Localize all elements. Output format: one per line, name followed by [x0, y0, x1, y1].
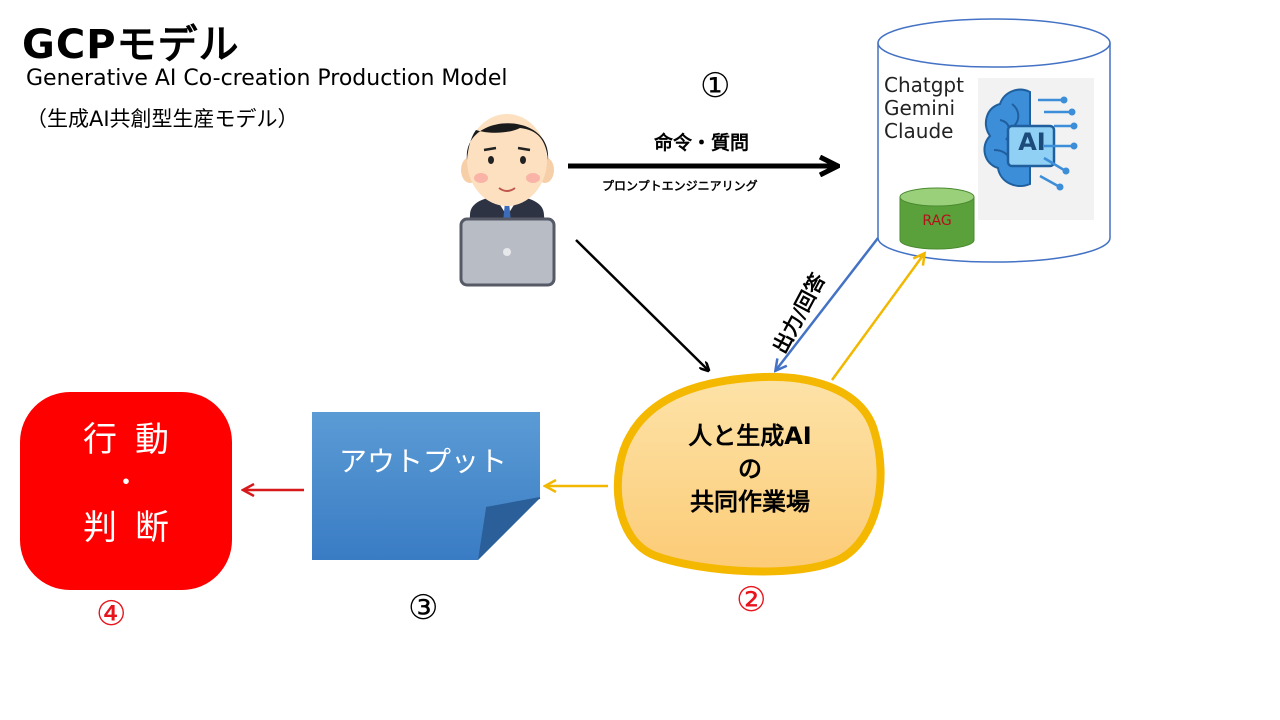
workspace-to-rag-arrow — [830, 254, 924, 381]
llm-model-item: Claude — [884, 119, 954, 143]
llm-model-item: Chatgpt — [884, 73, 964, 97]
person-with-laptop-icon — [459, 114, 556, 287]
llm-model-item: Gemini — [884, 96, 956, 120]
output-return-arrow — [776, 237, 879, 370]
workspace-label-line: 人と生成AI — [688, 422, 812, 450]
step-3-marker: ③ — [408, 588, 439, 628]
rag-cylinder — [899, 187, 975, 250]
rag-label: RAG — [922, 213, 952, 229]
ai-chip-label: AI — [1018, 128, 1046, 156]
step-1-marker: ① — [700, 66, 731, 106]
prompt-arrow-sublabel: プロンプトエンジニアリング — [602, 179, 758, 193]
ai-brain-icon — [978, 78, 1094, 220]
step-4-marker: ④ — [96, 594, 127, 634]
workspace-label: 人と生成AI の 共同作業場 — [630, 420, 870, 519]
deliverable-note — [312, 412, 541, 560]
page-subtitle: Generative AI Co-creation Production Mod… — [26, 66, 508, 91]
llm-model-list: Chatgpt Gemini Claude — [884, 74, 964, 143]
action-label-line1: 行動 — [83, 420, 187, 460]
page-title: GCPモデル — [22, 22, 240, 68]
workspace-shape — [613, 372, 885, 576]
step-2-marker: ② — [736, 580, 767, 620]
prompt-arrow-label: 命令・質問 — [654, 132, 750, 154]
page-subtitle-jp: （生成AI共創型生産モデル） — [26, 107, 299, 131]
action-label-dot: ・ — [112, 468, 139, 498]
workspace-label-line: の — [738, 455, 762, 483]
action-label-line2: 判断 — [83, 508, 187, 548]
deliverable-label: アウトプット — [338, 445, 507, 478]
action-block — [20, 392, 232, 590]
workspace-label-line: 共同作業場 — [690, 488, 810, 516]
person-to-workspace-arrow — [575, 239, 708, 370]
